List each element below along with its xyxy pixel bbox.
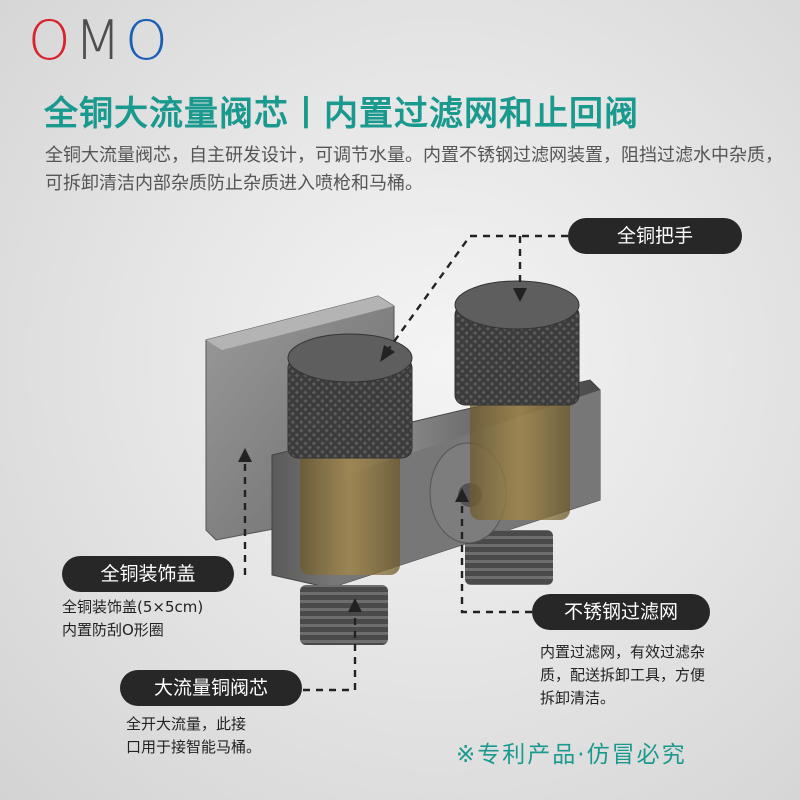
- cover-desc-line-2: 内置防刮O形圈: [62, 621, 164, 639]
- logo-letter-o-red: O: [28, 9, 73, 72]
- headline: 全铜大流量阀芯丨内置过滤网和止回阀: [44, 94, 639, 134]
- filter-description: 内置过滤网，有效过滤杂 质，配送拆卸工具，方便 拆卸清洁。: [540, 641, 705, 710]
- patent-notice: ※专利产品·仿冒必究: [456, 742, 687, 768]
- intro-text: 全铜大流量阀芯，自主研发设计，可调节水量。内置不锈钢过滤网装置，阻挡过滤水中杂质…: [45, 145, 783, 194]
- core-desc-line-1: 全开大流量，此接: [126, 715, 247, 733]
- filter-desc-line-2: 质，配送拆卸工具，方便: [540, 666, 706, 684]
- logo-letter-m: M: [74, 9, 124, 72]
- cover-desc-line-1: 全铜装饰盖(5×5cm): [62, 598, 204, 616]
- core-desc-line-2: 口用于接智能马桶。: [126, 738, 262, 756]
- label-cover: 全铜装饰盖: [62, 556, 234, 592]
- label-handle: 全铜把手: [568, 218, 742, 254]
- label-core: 大流量铜阀芯: [120, 670, 302, 706]
- label-filter: 不锈钢过滤网: [532, 594, 710, 630]
- cover-description: 全铜装饰盖(5×5cm) 内置防刮O形圈: [62, 596, 203, 642]
- filter-desc-line-1: 内置过滤网，有效过滤杂: [540, 643, 706, 661]
- filter-desc-line-3: 拆卸清洁。: [540, 689, 616, 707]
- brand-logo: O M O: [28, 14, 170, 68]
- core-description: 全开大流量，此接 口用于接智能马桶。: [126, 713, 261, 759]
- logo-letter-o-blue: O: [125, 9, 170, 72]
